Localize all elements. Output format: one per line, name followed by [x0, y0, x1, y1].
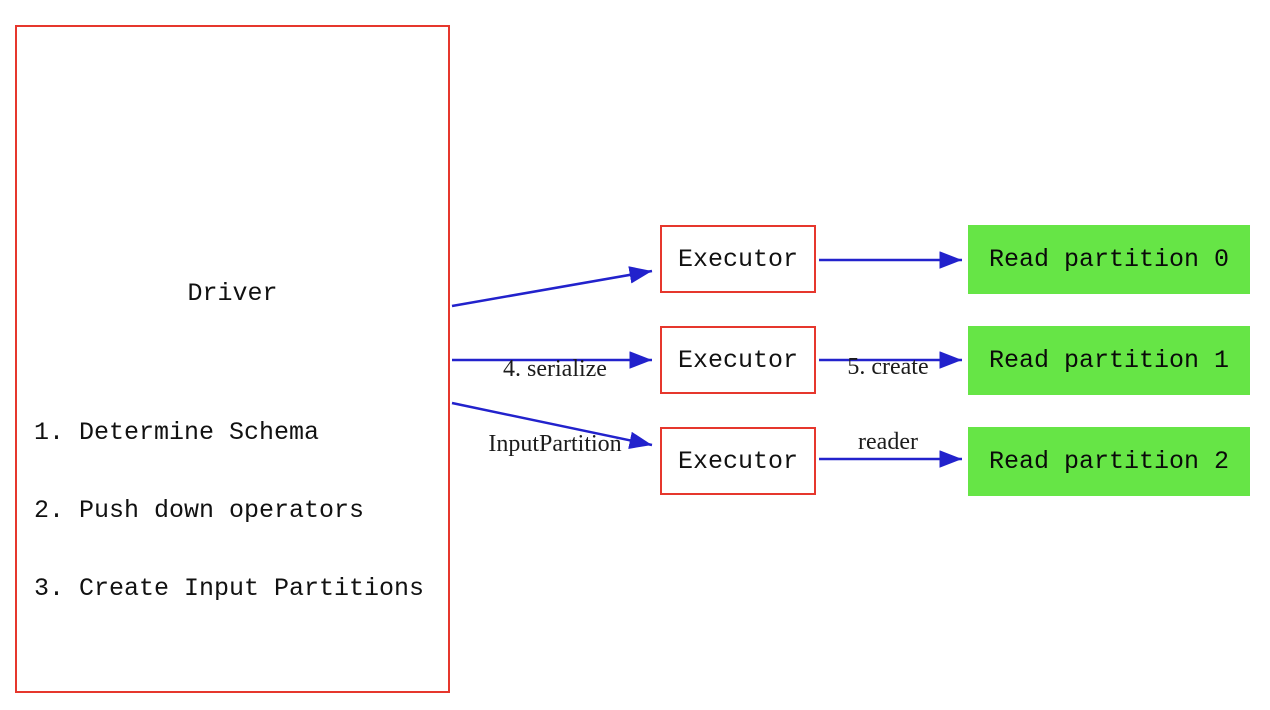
executor-label: Executor: [677, 244, 799, 274]
driver-step: 2. Push down operators: [34, 496, 365, 525]
partition-label: Read partition 1: [988, 346, 1230, 375]
executor-label: Executor: [677, 345, 799, 375]
driver-steps: 1. Determine Schema 2. Push down operato…: [34, 368, 424, 654]
driver-step: 1. Determine Schema: [34, 418, 320, 447]
driver-step: 3. Create Input Partitions: [34, 574, 425, 603]
driver-title: Driver: [187, 279, 278, 308]
partition-label: Read partition 0: [988, 245, 1230, 274]
read-partition-box-2: Read partition 2: [968, 427, 1250, 496]
driver-box: Driver 1. Determine Schema 2. Push down …: [15, 25, 450, 693]
serialize-label-line1: 4. serialize: [503, 356, 607, 382]
create-reader-label: 5. create reader: [822, 305, 954, 505]
read-partition-box-0: Read partition 0: [968, 225, 1250, 294]
serialize-label-line2: InputPartition: [488, 431, 622, 457]
partition-label: Read partition 2: [988, 447, 1230, 476]
read-partition-box-1: Read partition 1: [968, 326, 1250, 395]
serialize-inputpartition-label: 4. serialize InputPartition: [452, 307, 658, 507]
arrow-driver-to-executor-0: [451, 266, 653, 308]
executor-box-0: Executor: [660, 225, 816, 293]
executor-label: Executor: [677, 446, 799, 476]
executor-box-1: Executor: [660, 326, 816, 394]
create-reader-label-line2: reader: [858, 429, 918, 455]
create-reader-label-line1: 5. create: [847, 354, 929, 380]
executor-box-2: Executor: [660, 427, 816, 495]
